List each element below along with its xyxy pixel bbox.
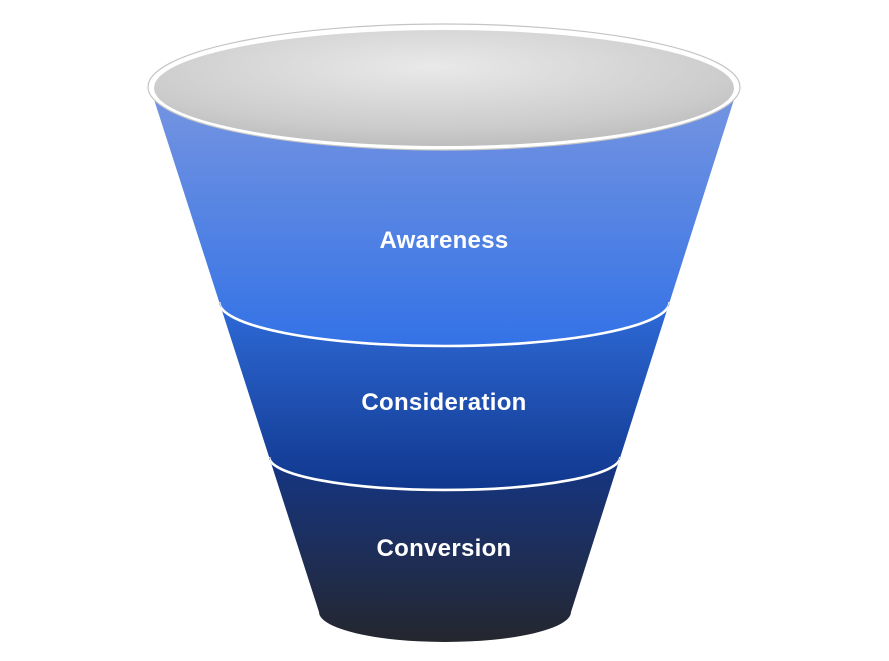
funnel-segment-awareness[interactable] <box>150 87 738 346</box>
funnel-body <box>150 87 738 642</box>
segment-divider-1 <box>217 301 671 348</box>
stage-label-consideration: Consideration <box>361 389 526 416</box>
funnel-opening <box>154 30 734 146</box>
stage-label-awareness: Awareness <box>379 227 508 254</box>
funnel-segment-consideration[interactable] <box>219 302 670 490</box>
funnel-segment-conversion[interactable] <box>269 457 621 642</box>
stage-label-conversion: Conversion <box>376 535 511 562</box>
segment-divider-2 <box>267 456 622 492</box>
